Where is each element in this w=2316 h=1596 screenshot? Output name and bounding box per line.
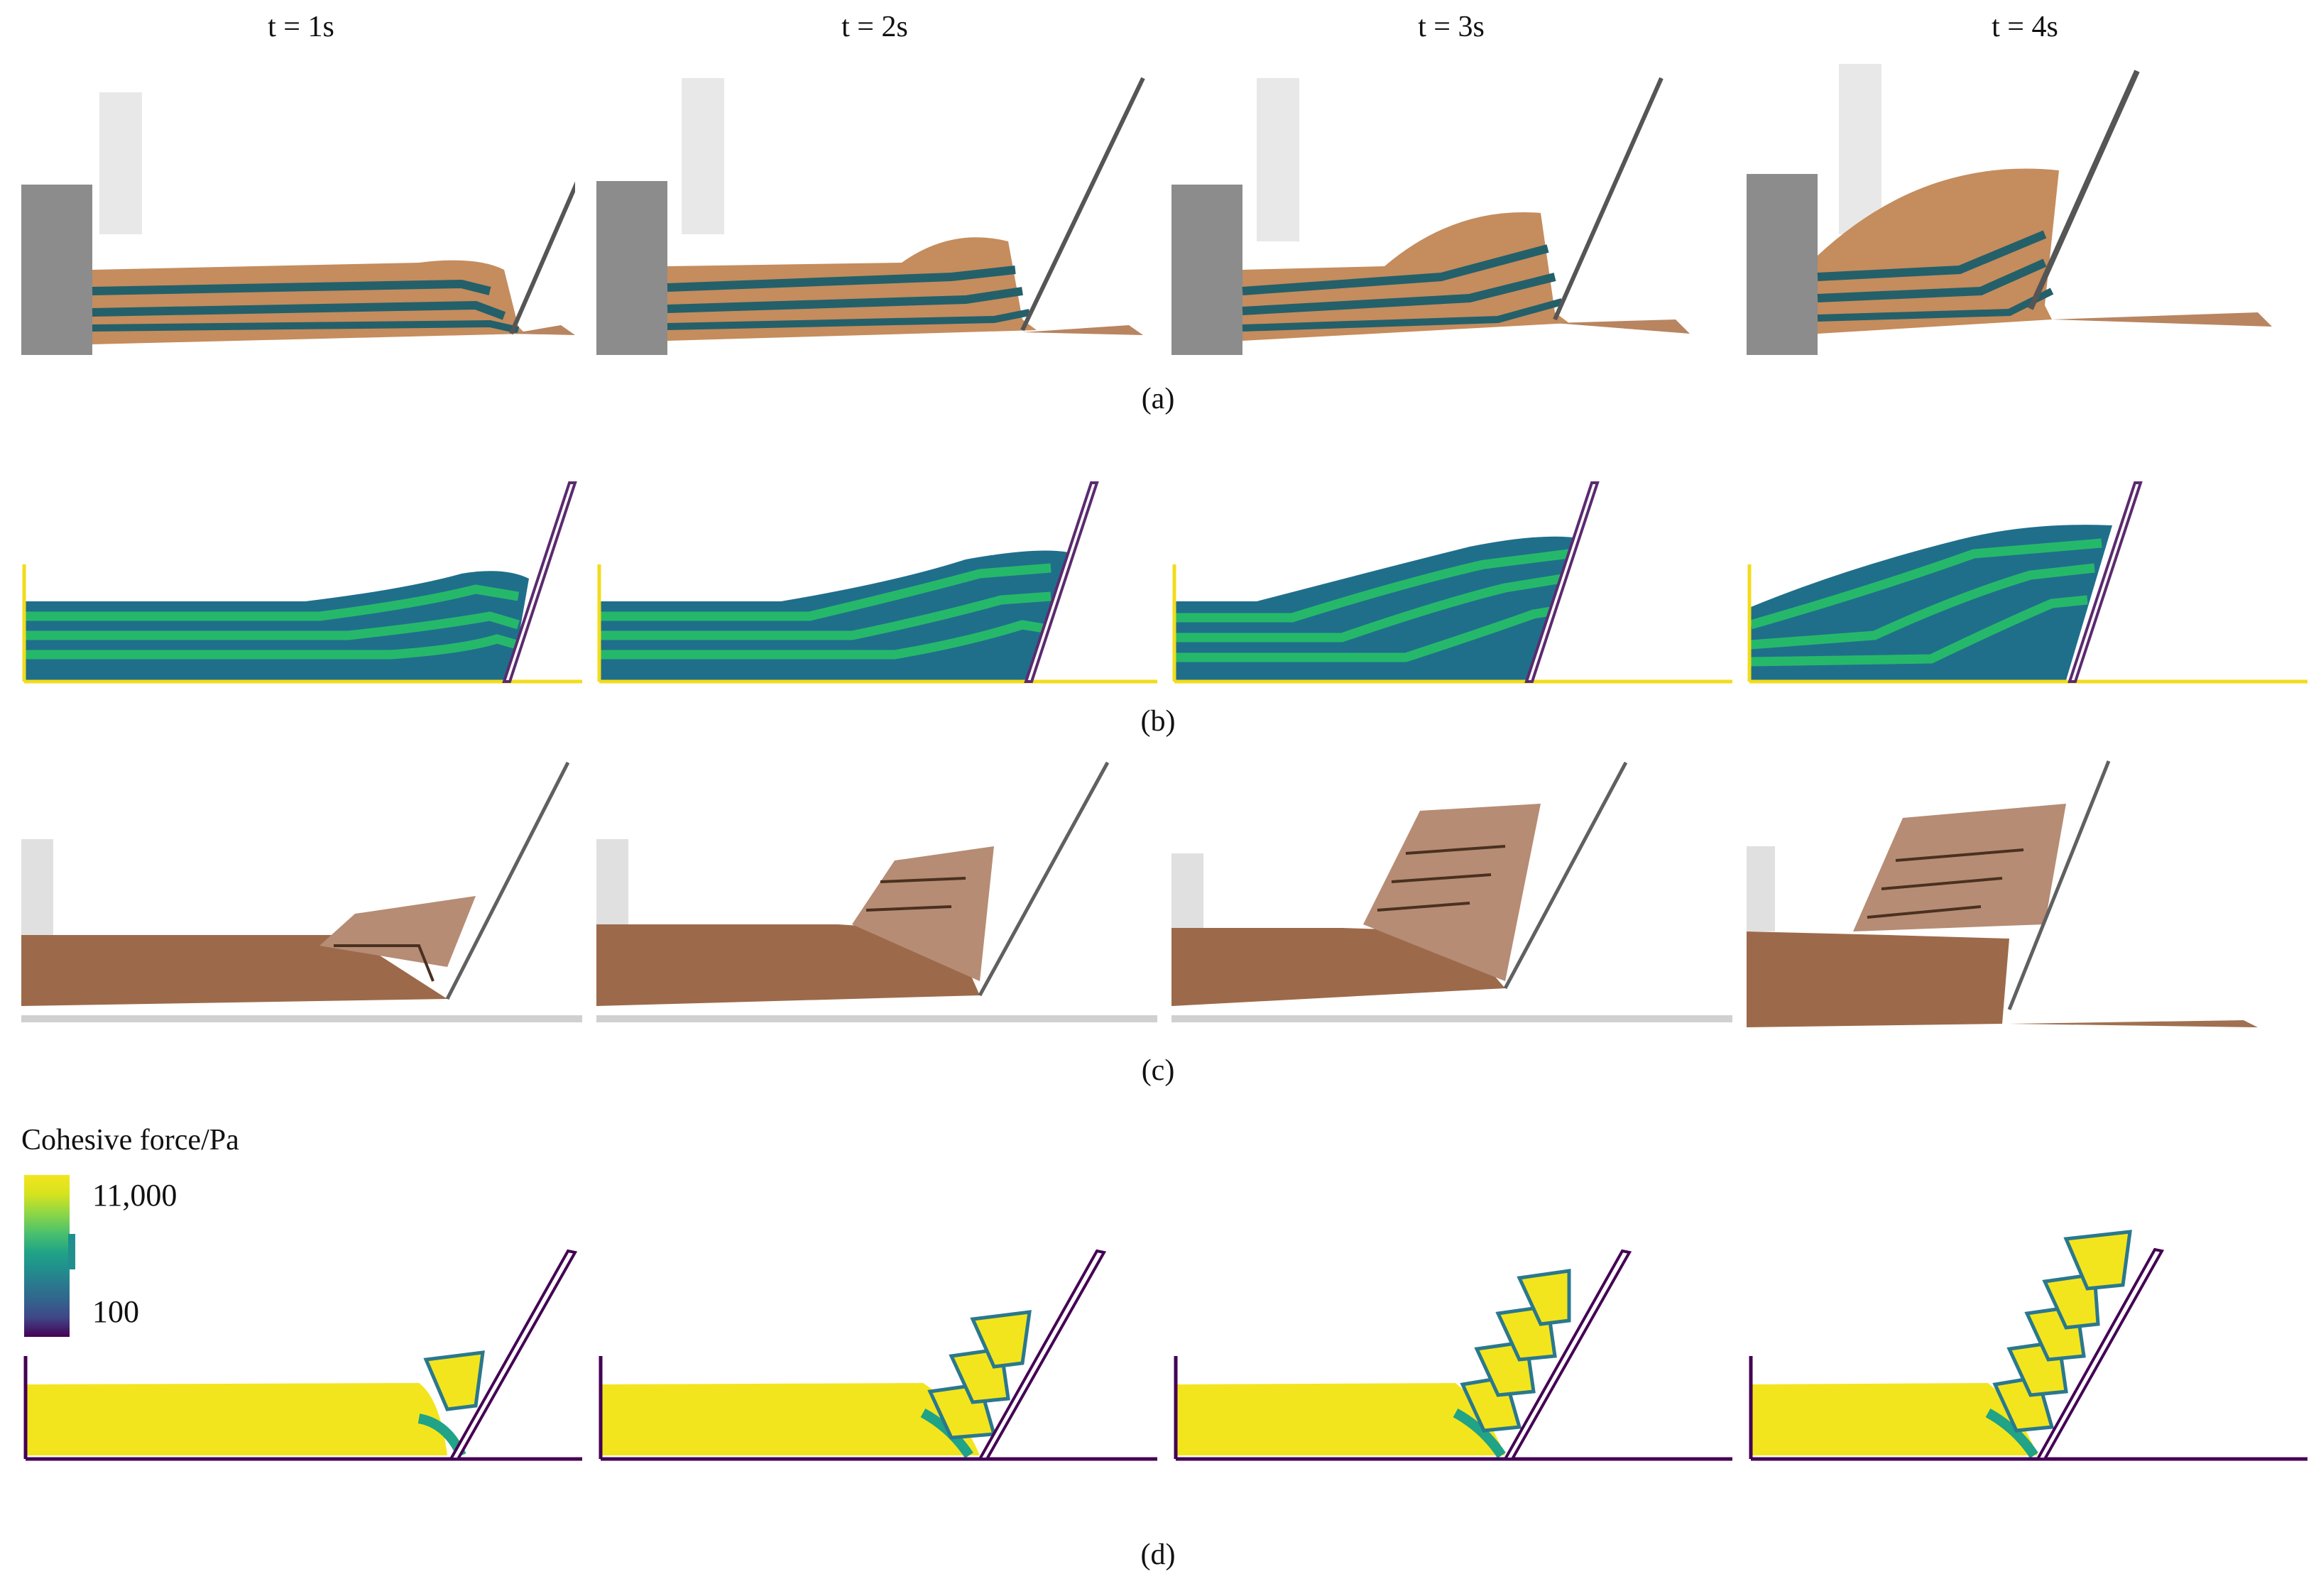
photo-c-t3: [1171, 754, 1732, 1038]
photo-c-t1: [21, 754, 582, 1038]
time-label-2: t = 2s: [841, 11, 908, 43]
caption-c: (c): [1141, 1054, 1175, 1087]
sim-b-t1: [21, 476, 582, 689]
sim-d-t3: [1171, 1242, 1732, 1470]
caption-a: (a): [1141, 383, 1175, 415]
sim-d-t4: [1747, 1221, 2307, 1470]
legend-max-label: 11,000: [92, 1178, 177, 1213]
caption-d: (d): [1140, 1538, 1176, 1571]
sim-b-t4: [1747, 476, 2307, 689]
sim-b-t2: [596, 476, 1157, 689]
sim-b-t3: [1171, 476, 1732, 689]
sim-d-t2: [596, 1242, 1157, 1470]
photo-a-t3: [1171, 64, 1725, 362]
time-label-3: t = 3s: [1418, 11, 1485, 43]
photo-c-t4: [1747, 754, 2307, 1038]
photo-c-t2: [596, 754, 1157, 1038]
legend-colorbar: [24, 1175, 70, 1337]
time-label-4: t = 4s: [1992, 11, 2058, 43]
photo-a-t2: [596, 64, 1150, 362]
photo-a-t4: [1747, 64, 2300, 362]
photo-a-t1: [21, 64, 575, 362]
legend-title: Cohesive force/Pa: [21, 1124, 239, 1157]
legend-colorbar-notch: [68, 1234, 75, 1269]
time-label-1: t = 1s: [268, 11, 334, 43]
sim-d-t1: [21, 1242, 582, 1470]
legend-min-label: 100: [92, 1294, 139, 1329]
caption-b: (b): [1140, 705, 1176, 738]
